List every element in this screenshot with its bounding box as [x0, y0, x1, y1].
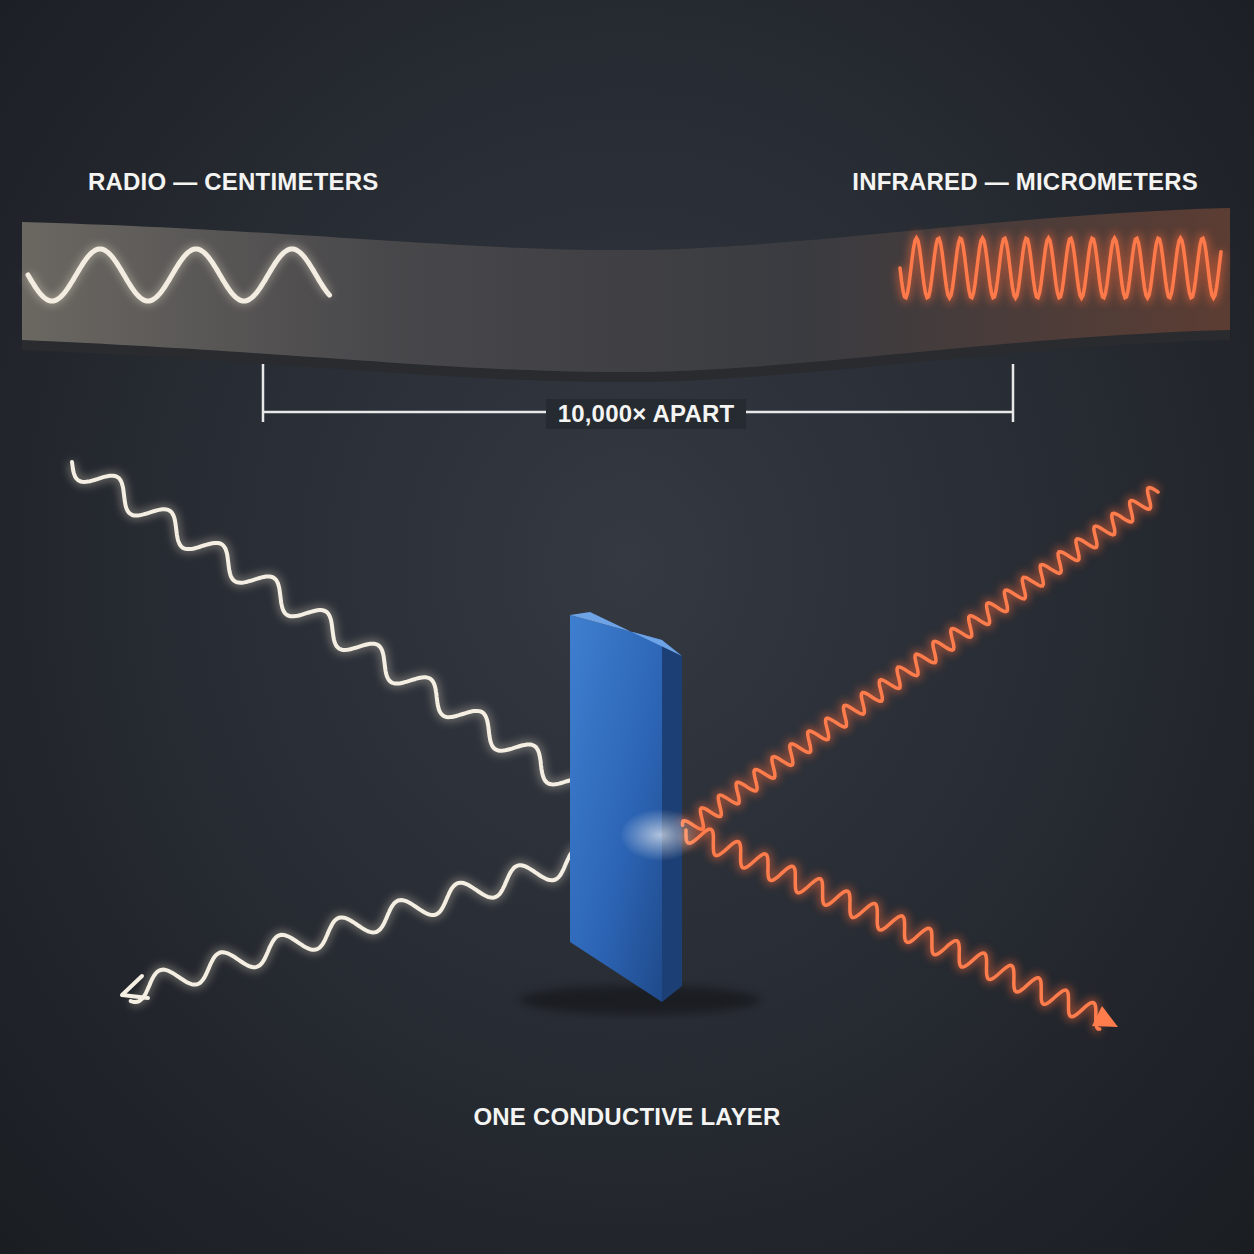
arrowhead — [122, 976, 148, 998]
infrared-wave-glow — [900, 238, 1221, 298]
infrared-ray-reflected — [686, 829, 1100, 1029]
band-end-label: RADIO — CENTIMETERS — [88, 167, 378, 197]
band-end-label: INFRARED — MICROMETERS — [852, 167, 1198, 197]
radio-ray-incoming — [72, 462, 649, 847]
conductive-layer — [570, 615, 662, 1002]
radio-wave — [28, 249, 330, 301]
panel-shadow — [520, 986, 760, 1014]
reflection-flash — [620, 809, 700, 861]
spectrum-band — [22, 208, 1230, 372]
infrared-wave — [900, 238, 1221, 298]
infrared-ray-incoming — [683, 488, 1159, 830]
radio-wave-glow — [28, 249, 330, 301]
panel-label: ONE CONDUCTIVE LAYER — [473, 1102, 780, 1132]
infrared-ray-glow — [683, 488, 1159, 830]
radio-ray-glow — [72, 462, 649, 847]
conductive-layer-top — [570, 612, 682, 656]
dimension-label: 10,000× APART — [546, 399, 747, 429]
infrared-ray-glow — [686, 829, 1100, 1029]
arrowhead — [1092, 1006, 1118, 1027]
